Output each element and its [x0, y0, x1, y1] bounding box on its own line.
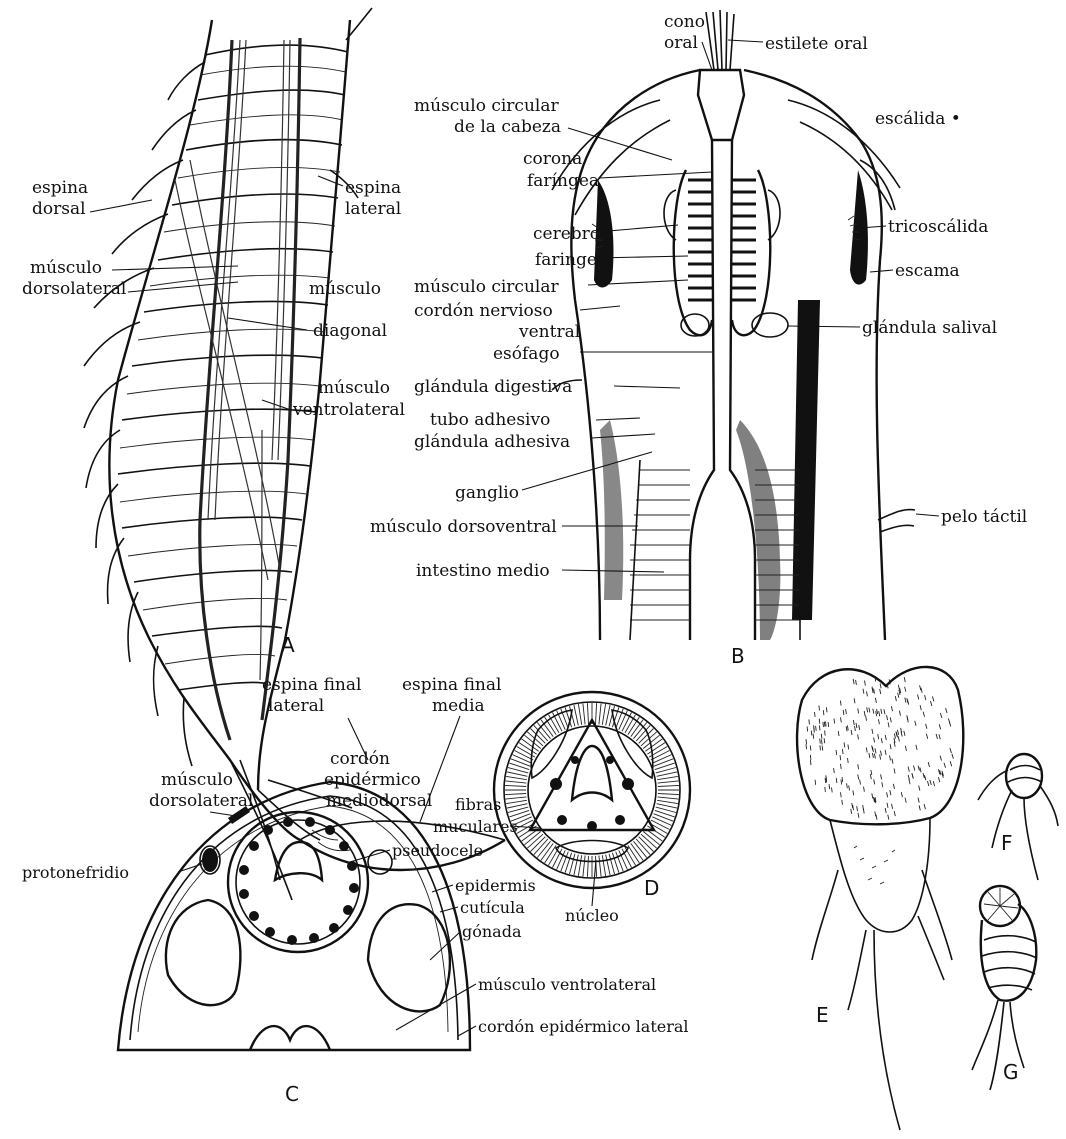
- label-faringe: faringe: [535, 250, 597, 270]
- label-intestino-medio: intestino medio: [416, 561, 550, 581]
- label-cerebro: cerebro: [533, 224, 600, 244]
- label-musculo-ventrolateral-2: ventrolateral: [292, 400, 405, 420]
- panel-g-labels: G: [1003, 1060, 1019, 1084]
- label-espina-final-lateral-2: lateral: [268, 696, 324, 716]
- label-esofago: esófago: [493, 344, 560, 364]
- label-estilete-oral: estilete oral: [765, 34, 868, 54]
- label-corona-faringea: corona: [523, 149, 582, 169]
- label-espina-final-media-2: media: [432, 696, 485, 716]
- label-cordon-mediodorsal-2: epidérmico: [324, 770, 421, 790]
- label-gonada: gónada: [462, 922, 522, 941]
- label-epidermis: epidermis: [455, 876, 536, 895]
- label-cuticula: cutícula: [460, 898, 525, 917]
- panel-b-drawing: [552, 10, 915, 640]
- label-glandula-salival: glándula salival: [862, 318, 997, 338]
- label-fibras: fibras: [455, 795, 501, 814]
- panel-f-drawing: [978, 754, 1058, 880]
- label-musculo-circular-cabeza: músculo circular: [414, 96, 559, 116]
- panel-letter-g: G: [1003, 1060, 1019, 1084]
- label-cordon-nervioso: cordón nervioso: [414, 301, 553, 321]
- label-musculo-dorsolateral-c: músculo: [161, 770, 233, 790]
- label-pseudocele: pseudocele: [392, 841, 483, 860]
- label-nucleo: núcleo: [565, 906, 619, 925]
- label-protonefridio: protonefridio: [22, 863, 129, 882]
- label-fibras-2: muculares: [433, 817, 518, 836]
- label-cono-oral: cono: [664, 12, 705, 32]
- label-espina-final-lateral: espina final: [262, 675, 361, 695]
- label-espina-final-media: espina final: [402, 675, 501, 695]
- label-espina-dorsal: espina: [32, 178, 88, 198]
- label-musculo-ventrolateral-c: músculo ventrolateral: [478, 975, 656, 994]
- panel-f-labels: F: [1001, 831, 1013, 855]
- panel-letter-d: D: [644, 876, 659, 900]
- label-espina-lateral: espina: [345, 178, 401, 198]
- panel-a-drawing: [84, 8, 505, 900]
- label-musculo-dorsolateral-a-2: dorsolateral: [22, 279, 126, 299]
- panel-letter-f: F: [1001, 831, 1013, 855]
- label-cono-oral-2: oral: [664, 33, 698, 53]
- label-cordon-mediodorsal: cordón: [330, 749, 390, 769]
- label-musculo-dorsolateral-a: músculo: [30, 258, 102, 278]
- label-tricoscalida: tricoscálida: [888, 217, 988, 237]
- label-escama: escama: [895, 261, 960, 281]
- panel-letter-e: E: [816, 1003, 829, 1027]
- panel-e-drawing: [797, 667, 963, 1130]
- panel-b-labels: cono oral estilete oral músculo circular…: [370, 12, 1027, 668]
- label-pelo-tactil: pelo táctil: [941, 507, 1027, 527]
- label-musculo-dorsolateral-c-2: dorsolateral: [149, 791, 253, 811]
- label-cordon-lateral: cordón epidérmico lateral: [478, 1017, 689, 1036]
- panel-e-labels: E: [816, 1003, 829, 1027]
- panel-letter-c: C: [285, 1082, 299, 1106]
- label-cordon-mediodorsal-3: mediodorsal: [326, 791, 432, 811]
- label-musculo-circular: músculo circular: [414, 277, 559, 297]
- label-musculo-diagonal-2: diagonal: [313, 321, 387, 341]
- label-musculo-ventrolateral: músculo: [318, 378, 390, 398]
- panel-c-labels: músculo dorsolateral cordón epidérmico m…: [22, 749, 689, 1106]
- label-musculo-diagonal: músculo: [309, 279, 381, 299]
- label-espina-dorsal-2: dorsal: [32, 199, 86, 219]
- label-espina-lateral-2: lateral: [345, 199, 401, 219]
- label-glandula-digestiva: glándula digestiva: [414, 377, 572, 397]
- panel-d-drawing: [494, 692, 690, 888]
- label-cordon-nervioso-2: ventral: [518, 322, 580, 342]
- panel-letter-a: A: [281, 633, 295, 657]
- label-escalida: escálida •: [875, 109, 961, 129]
- label-musculo-circular-cabeza-2: de la cabeza: [454, 117, 561, 137]
- label-tubo-adhesivo: tubo adhesivo: [430, 410, 550, 430]
- panel-letter-b: B: [731, 644, 745, 668]
- label-musculo-dorsoventral: músculo dorsoventral: [370, 517, 557, 537]
- label-glandula-adhesiva: glándula adhesiva: [414, 432, 570, 452]
- label-corona-faringea-2: faríngea: [527, 171, 599, 191]
- label-ganglio: ganglio: [455, 483, 519, 503]
